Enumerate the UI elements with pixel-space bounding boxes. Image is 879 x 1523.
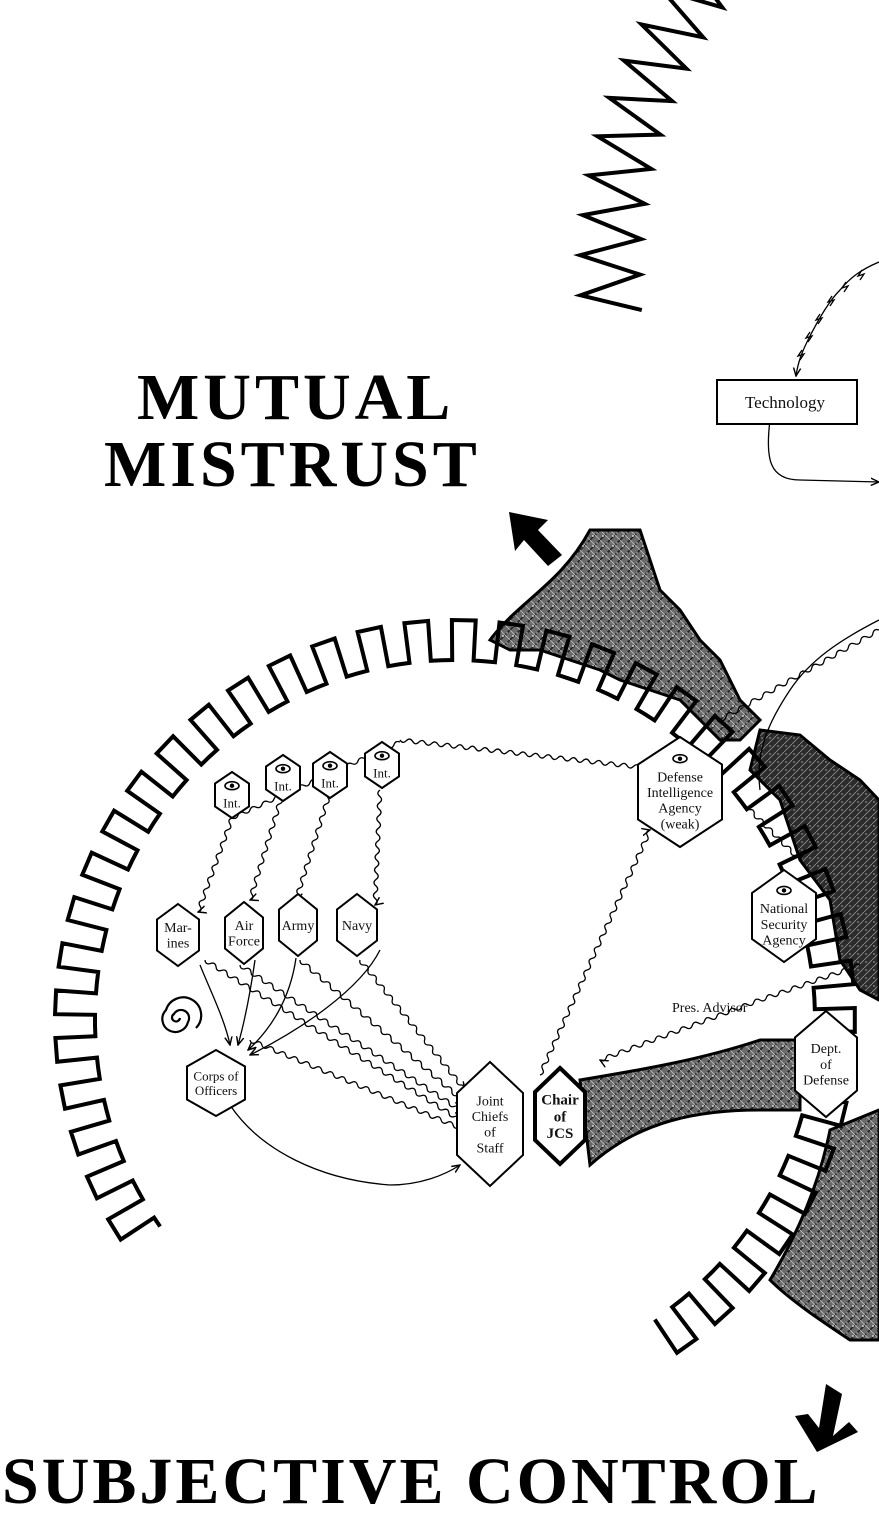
wavy-connector [198,818,232,912]
arrow-icon [795,1384,858,1452]
wavy-connector [250,792,283,900]
navy-node-label: Navy [342,919,372,934]
marines-node: Mar-ines [157,904,199,966]
wavy-connector [400,739,665,771]
national-security-agency-node-label: National [760,902,808,917]
eye-icon [375,752,389,760]
navy-node: Navy [337,894,377,956]
dept-of-defense-node-label: Defense [803,1074,849,1089]
dept-of-defense-node-label: Dept. [811,1042,842,1057]
eye-icon [673,755,687,763]
wavy-connector [300,960,462,1100]
int-node-2-label: Int. [274,779,292,794]
joint-chiefs-node-label: Staff [477,1141,504,1156]
shaded-regions [490,530,879,1340]
int-node-4: Int. [365,742,399,788]
defense-intelligence-agency-node-label: Agency [658,802,702,817]
defense-intelligence-agency-node-label: Intelligence [647,786,713,801]
defense-intelligence-agency-node-label: Defense [657,770,703,785]
pres-advisor-label: Pres. Advisor [672,1001,748,1016]
army-node: Army [279,894,317,956]
national-security-agency-node-label: Security [761,918,808,933]
chair-of-jcs-node-label: of [554,1109,568,1125]
national-security-agency-node-label: Agency [762,934,806,949]
corps-of-officers-node-label: Corps of [193,1068,239,1083]
dept-of-defense-node-label: of [820,1058,832,1073]
wavy-connector [296,792,330,900]
eye-icon [225,782,239,790]
chair-of-jcs-node-label: JCS [547,1126,574,1142]
eye-icon [777,886,791,894]
eye-icon [323,762,337,770]
air-force-node-label: Air [235,919,254,934]
wavy-connector [373,790,381,905]
defense-intelligence-agency-node-label: (weak) [661,817,700,832]
marines-node-label: Mar- [164,921,192,936]
spiral-icon [162,997,201,1032]
joint-chiefs-node-label: Joint [476,1094,503,1109]
air-force-node-label: Force [228,935,260,950]
int-node-4-label: Int. [373,766,391,781]
upper-gear-outline [580,0,879,310]
joint-chiefs-node-label: of [484,1126,496,1141]
int-node-3-label: Int. [321,776,339,791]
joint-chiefs-node-label: Chiefs [472,1110,509,1125]
army-node-label: Army [282,919,315,934]
corps-of-officers-node-label: Officers [195,1083,237,1098]
int-node-3: Int. [313,752,347,798]
arrow-icon [509,512,562,566]
technology-squiggle [796,262,879,376]
eye-icon [276,765,290,773]
technology-node: Technology [717,380,857,424]
int-node-2: Int. [266,755,300,801]
wavy-connector [240,965,460,1110]
marines-node-label: ines [167,937,190,952]
int-node-1: Int. [215,772,249,818]
chair-of-jcs-node-label: Chair [541,1093,579,1109]
technology-label: Technology [745,393,826,412]
wavy-connector [540,830,650,1075]
int-node-1-label: Int. [223,796,241,811]
